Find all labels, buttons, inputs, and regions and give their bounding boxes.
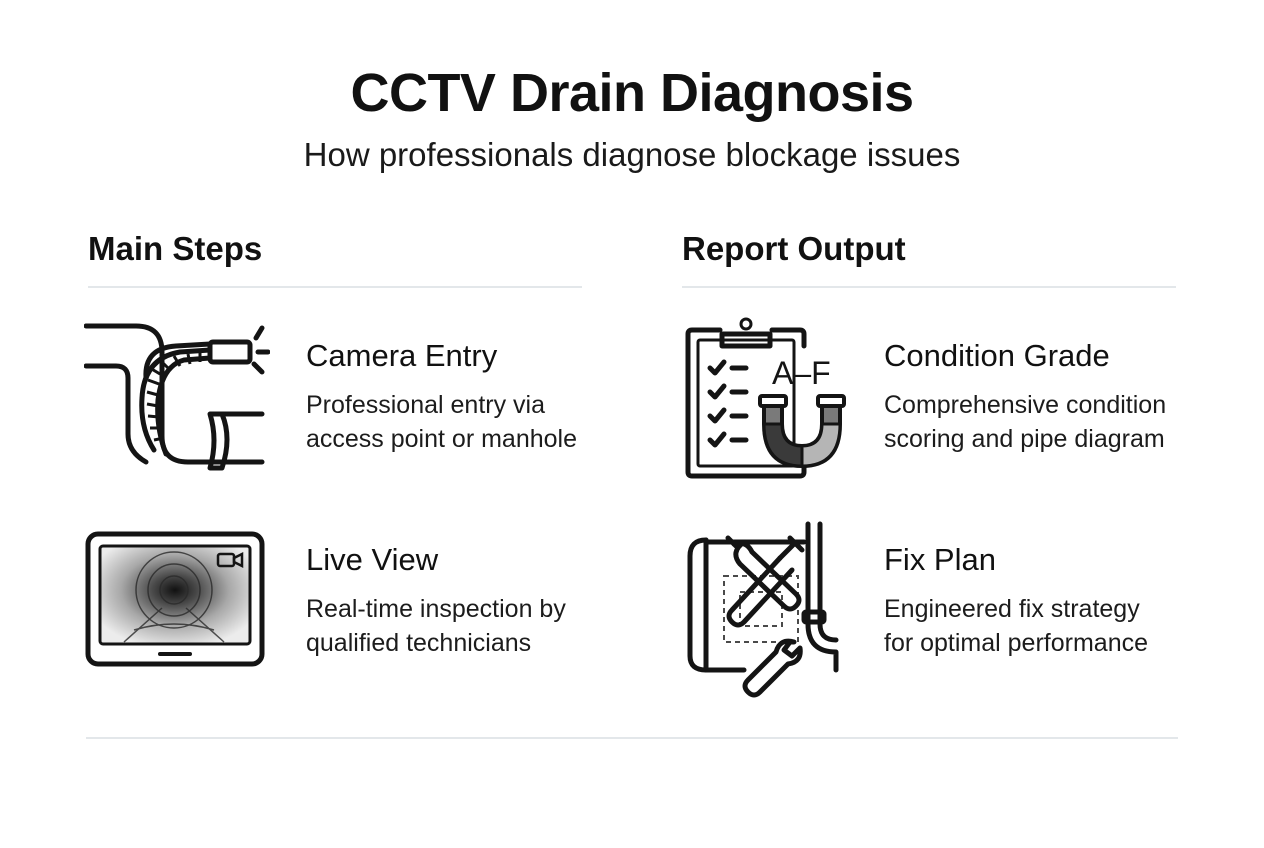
camera-entry-desc-line1: Professional entry via	[306, 391, 546, 419]
camera-entry-title: Camera Entry	[306, 338, 498, 373]
condition-grade-description: Comprehensive condition scoring and pipe…	[884, 388, 1166, 456]
condition-grade-desc-line2: scoring and pipe diagram	[884, 425, 1165, 453]
column-heading-report-output: Report Output	[682, 230, 906, 267]
clipboard-grade-icon: A–F	[685, 317, 846, 479]
divider-bottom	[86, 737, 1178, 739]
live-view-desc-line2: qualified technicians	[306, 629, 532, 657]
monitor-pipe-view-icon	[85, 531, 265, 667]
page-title: CCTV Drain Diagnosis	[350, 63, 914, 123]
live-view-description: Real-time inspection by qualified techni…	[306, 592, 566, 660]
condition-grade-desc-line1: Comprehensive condition	[884, 391, 1167, 419]
condition-grade-title: Condition Grade	[884, 338, 1110, 373]
divider-right	[682, 286, 1176, 288]
live-view-desc-line1: Real-time inspection by	[306, 595, 566, 623]
tools-blueprint-icon	[687, 521, 839, 698]
camera-entry-description: Professional entry via access point or m…	[306, 388, 577, 456]
live-view-title: Live View	[306, 542, 439, 577]
fix-plan-description: Engineered fix strategy for optimal perf…	[884, 592, 1148, 660]
page-subtitle: How professionals diagnose blockage issu…	[303, 136, 961, 173]
fix-plan-desc-line2: for optimal performance	[884, 629, 1149, 657]
divider-left	[88, 286, 582, 288]
camera-entry-desc-line2: access point or manhole	[306, 425, 577, 453]
column-heading-main-steps: Main Steps	[88, 230, 263, 267]
fix-plan-title: Fix Plan	[884, 542, 996, 577]
fix-plan-desc-line1: Engineered fix strategy	[884, 595, 1140, 623]
pipe-camera-icon	[84, 323, 270, 471]
grade-label: A–F	[772, 355, 831, 391]
